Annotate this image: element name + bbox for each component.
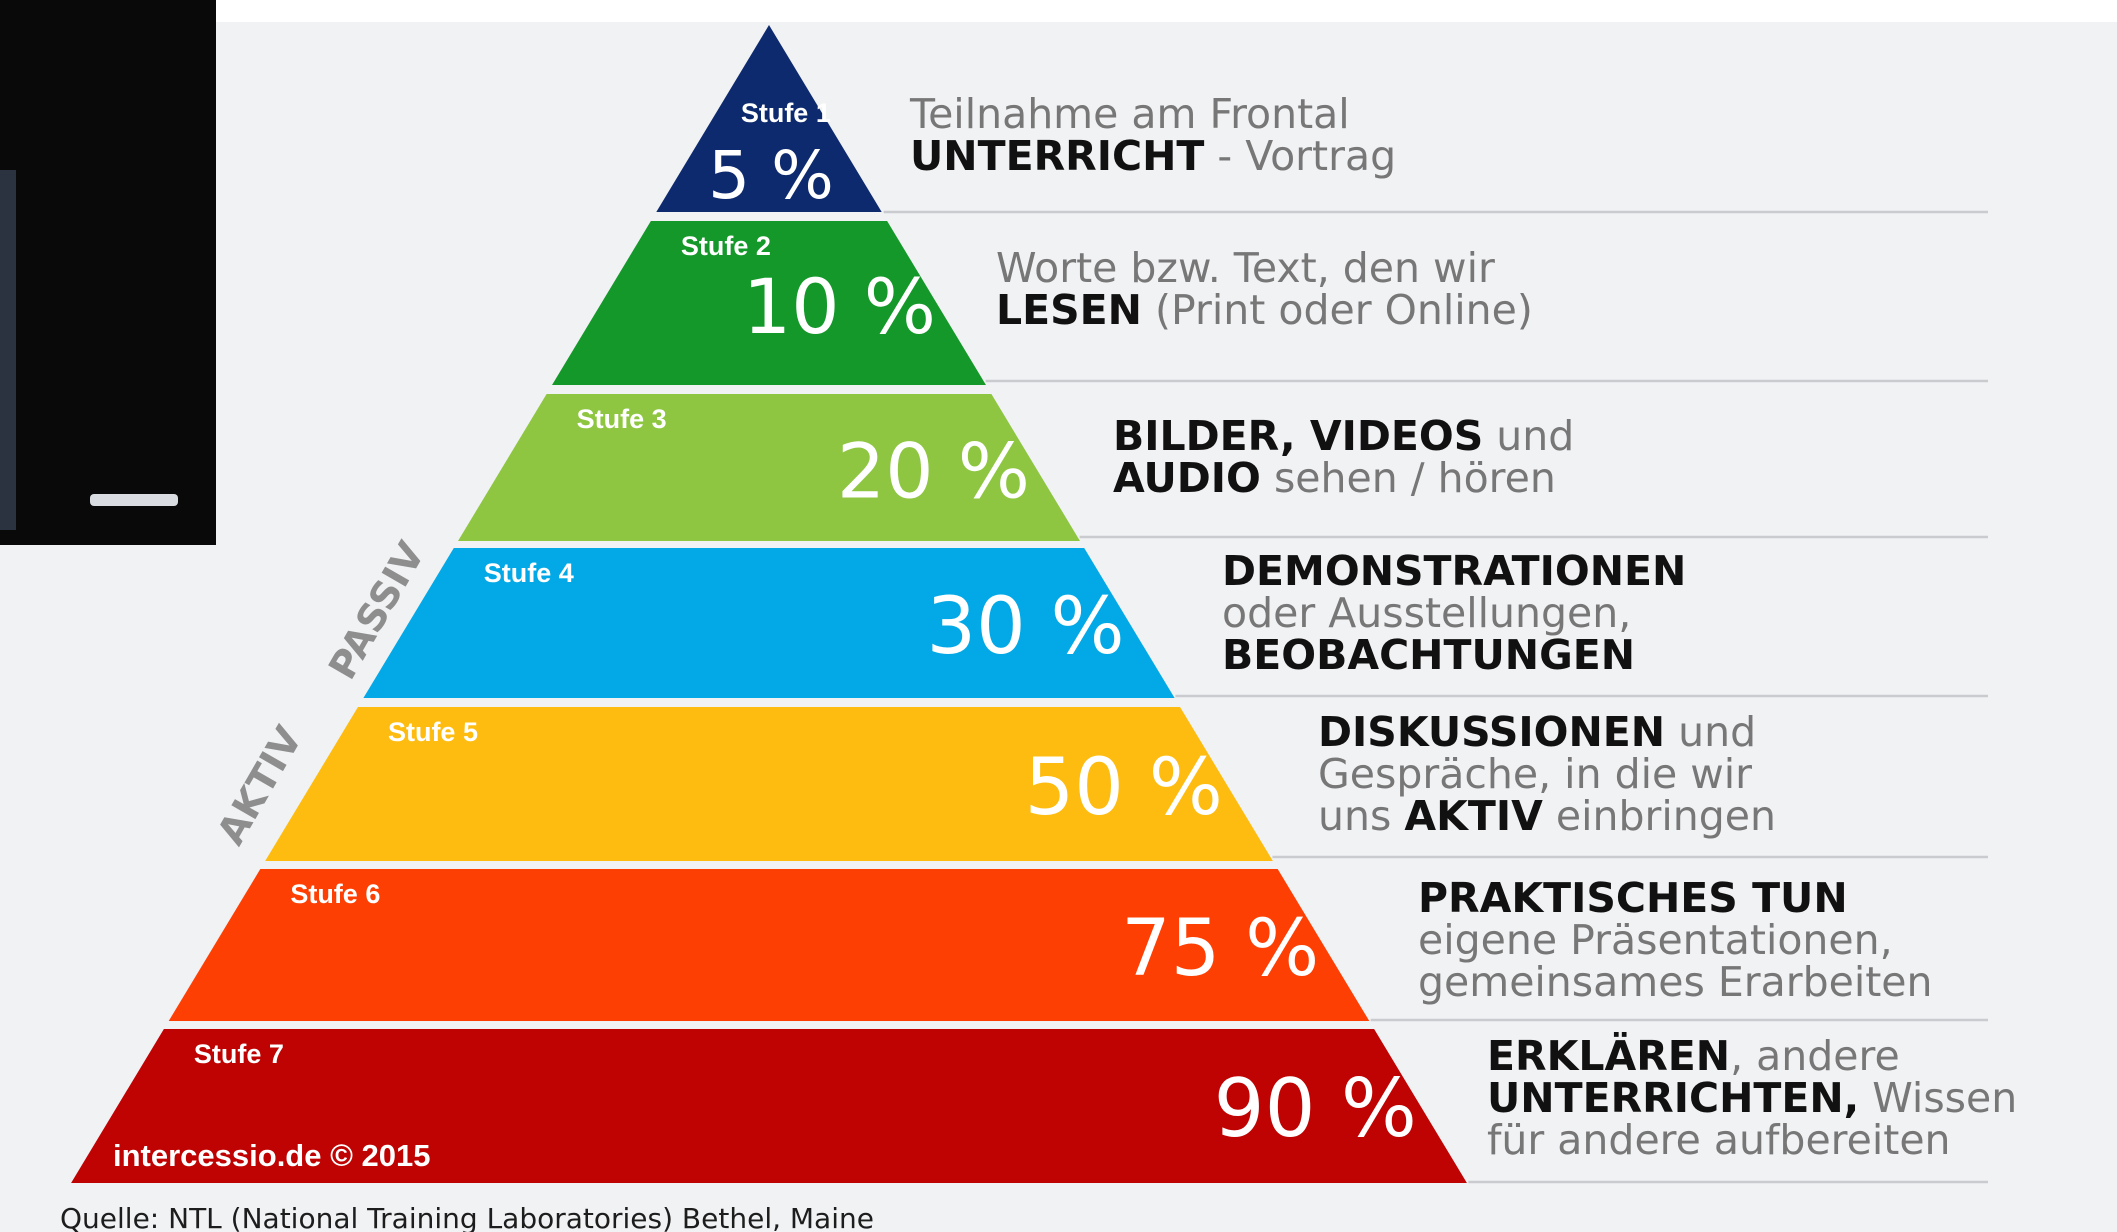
- description-line: uns AKTIV einbringen: [1318, 792, 1776, 840]
- description-line: LESEN (Print oder Online): [996, 286, 1533, 334]
- description-emphasis: ERKLÄREN: [1487, 1032, 1730, 1080]
- description-segment: Worte bzw. Text, den wir: [996, 244, 1495, 292]
- tier-3: [458, 394, 1080, 541]
- tier-6: [168, 869, 1370, 1021]
- description-emphasis: AUDIO: [1113, 454, 1261, 502]
- description-line: für andere aufbereiten: [1487, 1116, 1951, 1164]
- description-emphasis: PRAKTISCHES TUN: [1418, 874, 1848, 922]
- description-segment: einbringen: [1543, 792, 1776, 840]
- description-segment: Teilnahme am Frontal: [909, 90, 1350, 138]
- pyramid-tiers: Stufe 1 5 % Stufe 210 % Stufe 3 20 % Stufe 4 3…: [71, 25, 1467, 1183]
- description-segment: Gespräche, in die wir: [1318, 750, 1752, 798]
- description-line: oder Ausstellungen,: [1222, 589, 1631, 637]
- description-segment: sehen / hören: [1261, 454, 1556, 502]
- stage-label: Stufe 1: [741, 98, 831, 128]
- stage-label: Stufe 4: [484, 558, 574, 588]
- description-segment: Wissen: [1859, 1074, 2017, 1122]
- percent-label: 30 %: [926, 582, 1124, 672]
- description-line: BEOBACHTUNGEN: [1222, 631, 1635, 679]
- description-emphasis: AKTIV: [1404, 792, 1543, 840]
- description-line: gemeinsames Erarbeiten: [1418, 958, 1933, 1006]
- description-emphasis: UNTERRICHTEN,: [1487, 1074, 1859, 1122]
- description-segment: , andere: [1730, 1032, 1900, 1080]
- description-segment: - Vortrag: [1204, 132, 1396, 180]
- description-emphasis: LESEN: [996, 286, 1142, 334]
- description-emphasis: BILDER, VIDEOS: [1113, 412, 1483, 460]
- screen-glow: [0, 170, 16, 530]
- description-line: PRAKTISCHES TUN: [1418, 874, 1848, 922]
- percent-label: 20 %: [837, 427, 1030, 516]
- tier-5: [265, 707, 1273, 861]
- description-segment: uns: [1318, 792, 1404, 840]
- stage-label: Stufe 2: [681, 231, 771, 261]
- description-line: DISKUSSIONEN und: [1318, 708, 1756, 756]
- percent-label: 75 %: [1121, 904, 1319, 994]
- description-line: Teilnahme am Frontal: [909, 90, 1350, 138]
- tier-2: [552, 221, 986, 385]
- description-line: AUDIO sehen / hören: [1113, 454, 1556, 502]
- stage-label: Stufe 6: [290, 879, 380, 909]
- description-line: UNTERRICHT - Vortrag: [910, 132, 1396, 180]
- percent-label: 50 %: [1025, 743, 1223, 833]
- source-caption: Quelle: NTL (National Training Laborator…: [60, 1202, 874, 1232]
- description-line: ERKLÄREN, andere: [1487, 1032, 1900, 1080]
- description-line: Worte bzw. Text, den wir: [996, 244, 1495, 292]
- percent-label: 10 %: [743, 262, 936, 351]
- description-segment: und: [1665, 708, 1756, 756]
- stage-label: Stufe 5: [388, 717, 478, 747]
- stage-label: Stufe 7: [194, 1039, 284, 1069]
- top-white-strip: [0, 0, 2117, 22]
- watermark-text: intercessio.de © 2015: [113, 1138, 431, 1173]
- description-segment: oder Ausstellungen,: [1222, 589, 1631, 637]
- description-line: UNTERRICHTEN, Wissen: [1487, 1074, 2017, 1122]
- description-segment: eigene Präsentationen,: [1418, 916, 1893, 964]
- tier-4: [363, 548, 1175, 698]
- description-segment: für andere aufbereiten: [1487, 1116, 1951, 1164]
- description-segment: gemeinsames Erarbeiten: [1418, 958, 1933, 1006]
- description-emphasis: UNTERRICHT: [910, 132, 1204, 180]
- description-line: DEMONSTRATIONEN: [1222, 547, 1686, 595]
- description-line: Gespräche, in die wir: [1318, 750, 1752, 798]
- description-emphasis: DEMONSTRATIONEN: [1222, 547, 1686, 595]
- screen-indicator-bar: [90, 494, 178, 506]
- description-segment: (Print oder Online): [1142, 286, 1533, 334]
- description-line: BILDER, VIDEOS und: [1113, 412, 1574, 460]
- dark-screen-panel: [0, 0, 216, 545]
- description-line: eigene Präsentationen,: [1418, 916, 1893, 964]
- description-emphasis: BEOBACHTUNGEN: [1222, 631, 1635, 679]
- description-segment: und: [1483, 412, 1574, 460]
- dividers: [883, 210, 1988, 1184]
- tier-7: [71, 1029, 1467, 1183]
- percent-label: 90 %: [1214, 1062, 1417, 1155]
- stage-label: Stufe 3: [577, 404, 667, 434]
- tier-1: [656, 25, 882, 212]
- description-emphasis: DISKUSSIONEN: [1318, 708, 1665, 756]
- percent-label: 5 %: [708, 137, 834, 214]
